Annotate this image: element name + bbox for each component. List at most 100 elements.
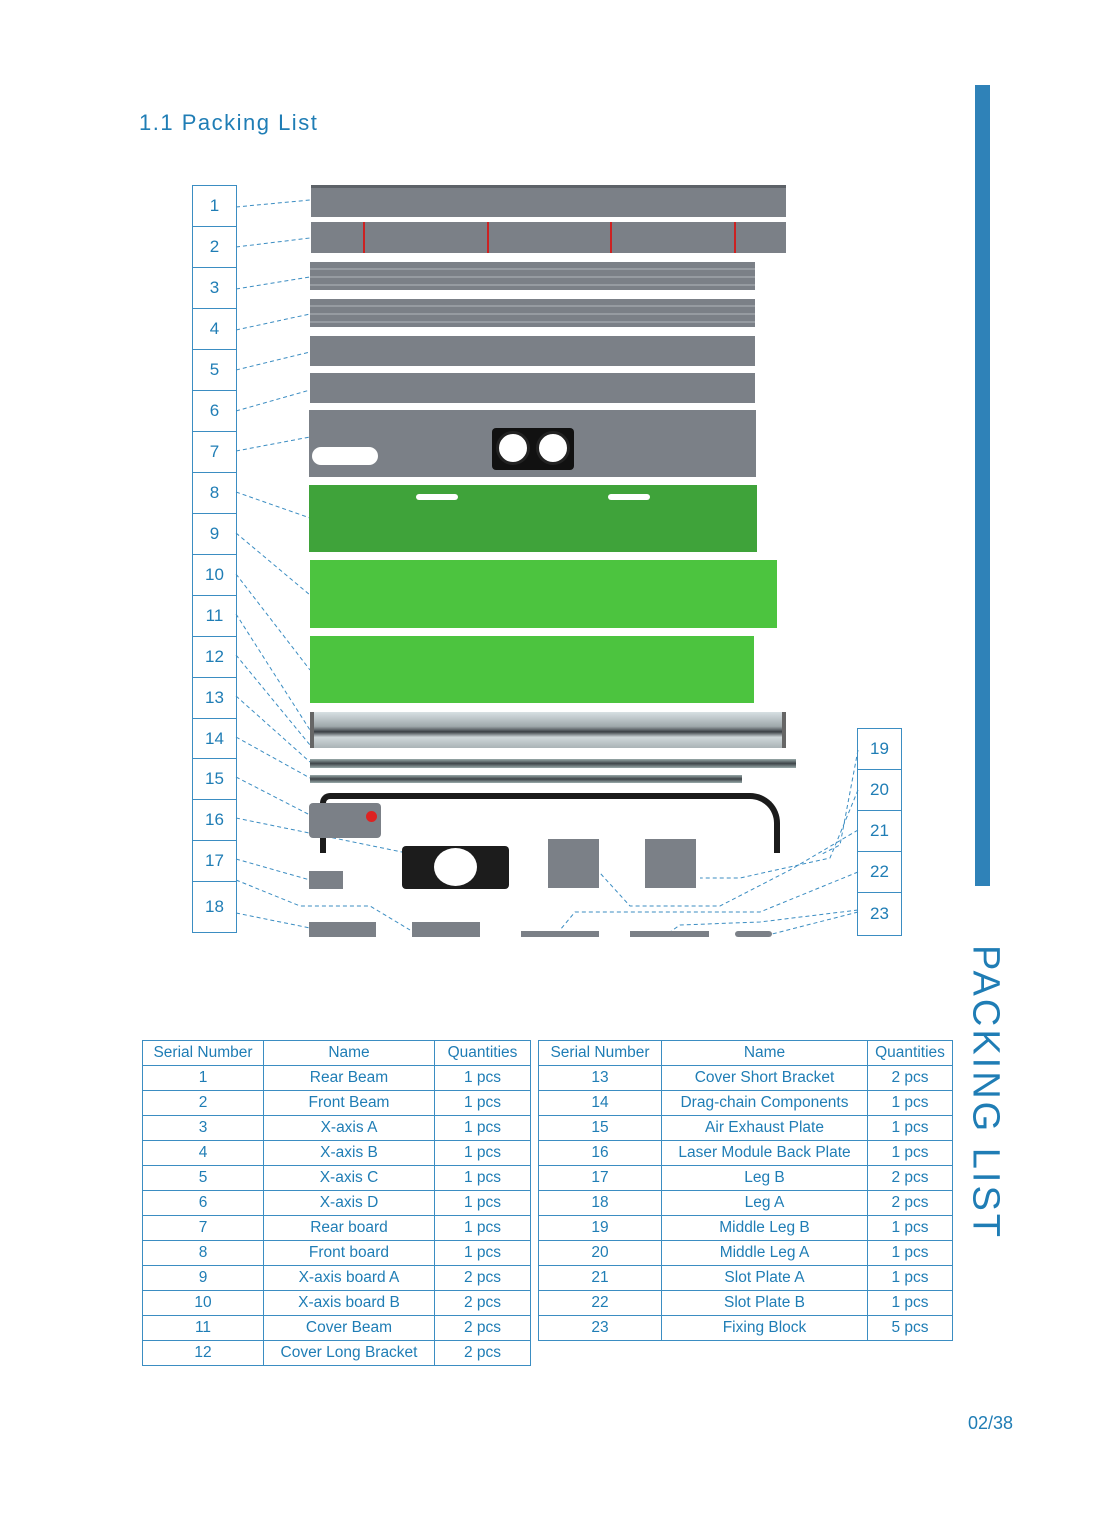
cell-qty: 1 pcs xyxy=(434,1190,531,1216)
cell-qty: 1 pcs xyxy=(434,1090,531,1116)
leg-a-image-1 xyxy=(309,922,376,937)
cell-serial: 11 xyxy=(142,1315,264,1341)
cell-serial: 3 xyxy=(142,1115,264,1141)
header-serial: Serial Number xyxy=(142,1040,264,1066)
page-number: 02/38 xyxy=(968,1413,1014,1433)
cell-qty: 2 pcs xyxy=(434,1265,531,1291)
header-qty: Quantities xyxy=(434,1040,531,1066)
callout-2: 2 xyxy=(193,227,236,268)
callout-10: 10 xyxy=(193,555,236,596)
cell-name: X-axis board B xyxy=(263,1290,435,1316)
front-board-image xyxy=(309,485,757,552)
x-axis-c-image xyxy=(310,336,755,366)
rear-board-image xyxy=(309,410,756,477)
cell-serial: 15 xyxy=(538,1115,662,1141)
cell-qty: 1 pcs xyxy=(434,1215,531,1241)
cover-beam-image xyxy=(310,712,786,748)
header-name: Name xyxy=(263,1040,435,1066)
front-beam-image xyxy=(311,222,786,253)
cell-serial: 19 xyxy=(538,1215,662,1241)
fixing-block-image xyxy=(735,931,772,937)
cell-name: Air Exhaust Plate xyxy=(661,1115,868,1141)
cell-serial: 16 xyxy=(538,1140,662,1166)
callout-16: 16 xyxy=(193,800,236,841)
leg-b-image xyxy=(309,871,343,889)
cell-serial: 1 xyxy=(142,1065,264,1091)
sidebar-accent-bar xyxy=(975,85,990,886)
callout-20: 20 xyxy=(858,770,901,811)
callout-6: 6 xyxy=(193,391,236,432)
cell-serial: 8 xyxy=(142,1240,264,1266)
cell-qty: 1 pcs xyxy=(867,1140,953,1166)
cell-qty: 1 pcs xyxy=(867,1290,953,1316)
callout-3: 3 xyxy=(193,268,236,309)
cell-qty: 5 pcs xyxy=(867,1315,953,1341)
cell-serial: 18 xyxy=(538,1190,662,1216)
x-axis-board-b-image xyxy=(310,636,754,703)
callout-7: 7 xyxy=(193,432,236,473)
cell-qty: 1 pcs xyxy=(434,1140,531,1166)
cell-serial: 23 xyxy=(538,1315,662,1341)
callout-column-right: 19 20 21 22 23 xyxy=(857,728,902,936)
cell-qty: 2 pcs xyxy=(434,1290,531,1316)
cell-serial: 13 xyxy=(538,1065,662,1091)
cell-name: Rear board xyxy=(263,1215,435,1241)
slot-plate-a-image xyxy=(521,931,599,937)
cell-name: Slot Plate A xyxy=(661,1265,868,1291)
cell-name: Slot Plate B xyxy=(661,1290,868,1316)
cell-name: X-axis C xyxy=(263,1165,435,1191)
cell-qty: 2 pcs xyxy=(867,1190,953,1216)
cell-qty: 1 pcs xyxy=(434,1165,531,1191)
cell-serial: 2 xyxy=(142,1090,264,1116)
cell-qty: 2 pcs xyxy=(434,1340,531,1366)
callout-13: 13 xyxy=(193,678,236,719)
cover-short-bracket-image xyxy=(310,775,742,783)
header-serial: Serial Number xyxy=(538,1040,662,1066)
cell-serial: 22 xyxy=(538,1290,662,1316)
slot-plate-b-image xyxy=(630,931,709,937)
cell-serial: 14 xyxy=(538,1090,662,1116)
air-exhaust-plate-image xyxy=(309,803,381,838)
callout-11: 11 xyxy=(193,596,236,637)
cell-qty: 2 pcs xyxy=(867,1165,953,1191)
x-axis-d-image xyxy=(310,373,755,403)
cell-qty: 1 pcs xyxy=(867,1215,953,1241)
cell-serial: 7 xyxy=(142,1215,264,1241)
middle-leg-b-image xyxy=(548,839,599,888)
callout-21: 21 xyxy=(858,811,901,852)
cell-serial: 10 xyxy=(142,1290,264,1316)
cell-name: Drag-chain Components xyxy=(661,1090,868,1116)
cell-serial: 4 xyxy=(142,1140,264,1166)
cell-serial: 12 xyxy=(142,1340,264,1366)
cover-long-bracket-image xyxy=(310,759,796,768)
cell-qty: 1 pcs xyxy=(867,1115,953,1141)
cell-qty: 1 pcs xyxy=(867,1265,953,1291)
cell-name: Middle Leg B xyxy=(661,1215,868,1241)
cell-qty: 2 pcs xyxy=(867,1065,953,1091)
cell-qty: 1 pcs xyxy=(867,1240,953,1266)
cell-name: X-axis D xyxy=(263,1190,435,1216)
cell-qty: 1 pcs xyxy=(434,1065,531,1091)
callout-22: 22 xyxy=(858,852,901,893)
callout-19: 19 xyxy=(858,729,901,770)
callout-15: 15 xyxy=(193,759,236,800)
callout-18: 18 xyxy=(205,897,224,916)
header-name: Name xyxy=(661,1040,868,1066)
cell-name: Cover Long Bracket xyxy=(263,1340,435,1366)
